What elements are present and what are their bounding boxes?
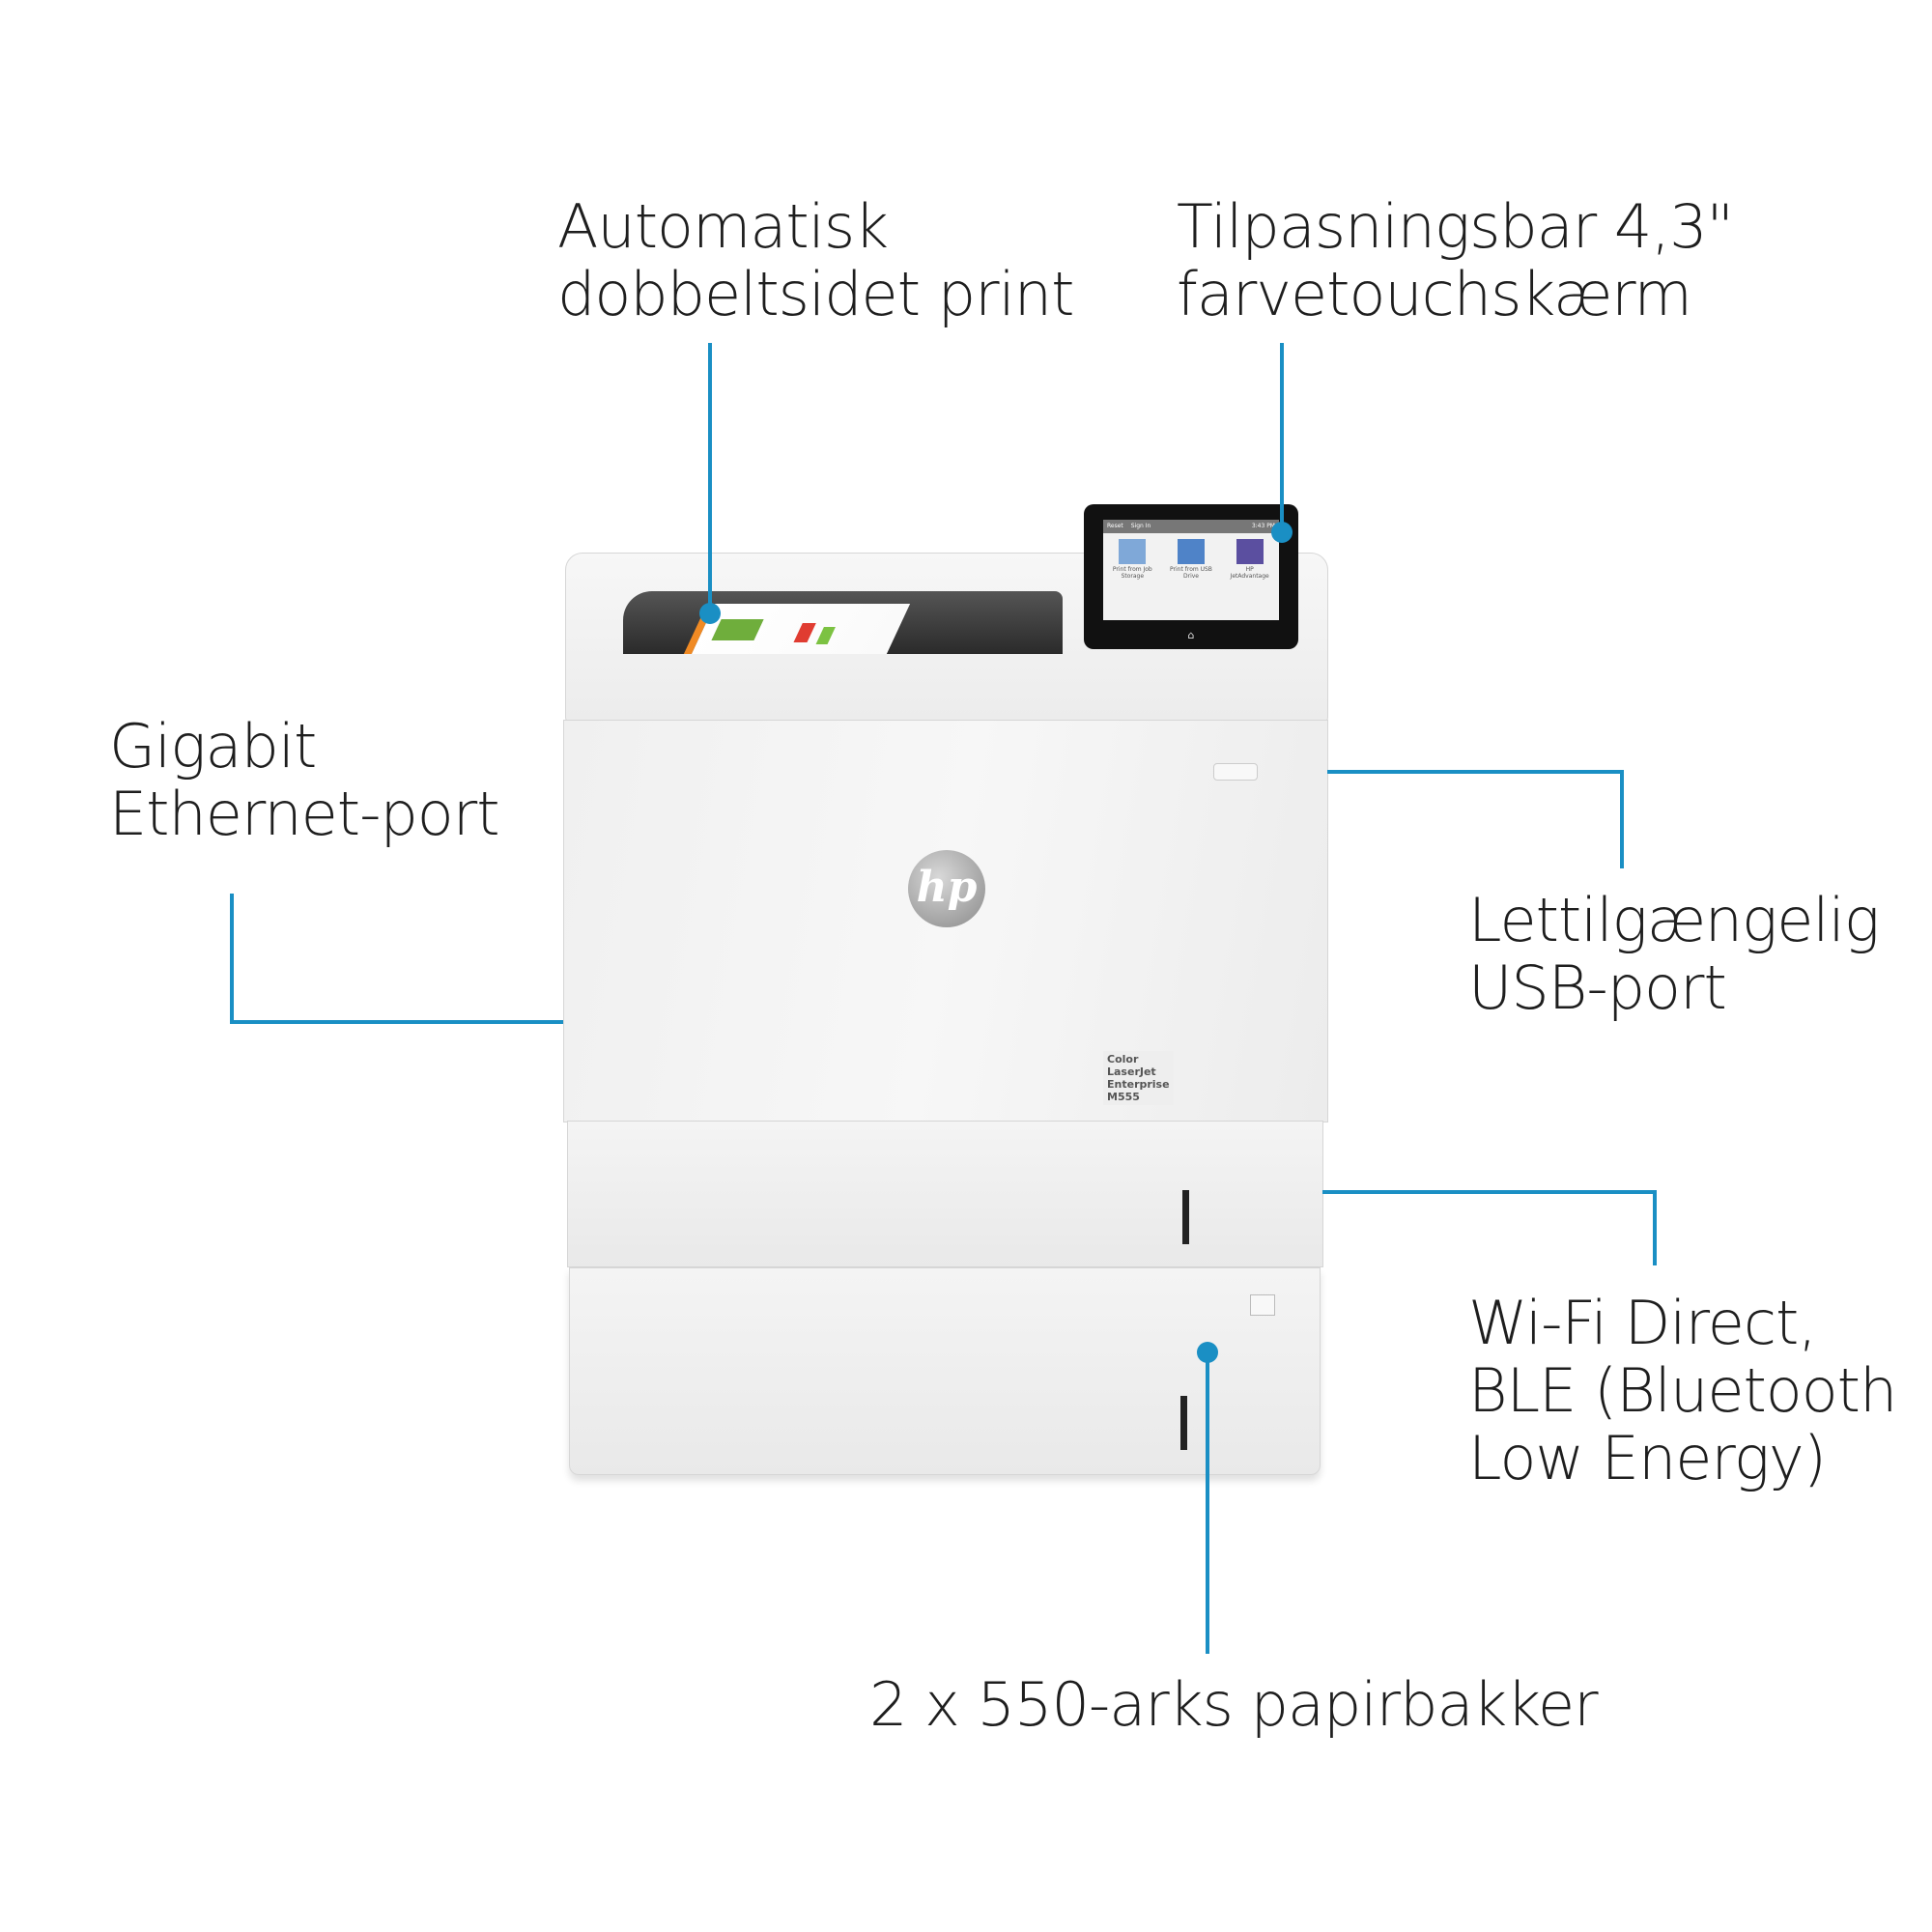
duplex-leader: [708, 343, 712, 613]
tile-label: Print from USB Drive: [1170, 566, 1212, 580]
callout-trays: 2 x 550-arks papirbakker: [869, 1669, 1599, 1740]
screen-reset: Reset: [1107, 523, 1123, 529]
callout-line: BLE (Bluetooth: [1468, 1355, 1897, 1426]
screen-signin: Sign In: [1130, 523, 1151, 529]
touchscreen-leader: [1280, 343, 1284, 532]
home-icon[interactable]: ⌂: [1187, 629, 1195, 641]
callout-line: USB-port: [1468, 952, 1727, 1023]
callout-line: Ethernet-port: [109, 779, 500, 849]
callout-line: dobbeltsidet print: [557, 259, 1074, 329]
ethernet-leader-h: [230, 1020, 563, 1024]
callout-line: Wi-Fi Direct,: [1468, 1288, 1817, 1358]
callout-line: Low Energy): [1468, 1423, 1827, 1493]
callout-line: farvetouchskærm: [1177, 259, 1692, 329]
tile-jetadvantage[interactable]: HP JetAdvantage: [1226, 539, 1274, 580]
ethernet-leader-v: [230, 894, 234, 1024]
callout-touchscreen: Tilpasningsbar 4,3" farvetouchskærm: [1177, 191, 1734, 329]
duplex-dot: [699, 603, 721, 624]
trays-dot: [1197, 1342, 1218, 1363]
wireless-leader-v: [1653, 1190, 1657, 1265]
wireless-leader-h: [1322, 1190, 1657, 1194]
hp-logo: hp: [908, 850, 985, 927]
callout-line: Tilpasningsbar 4,3": [1177, 191, 1734, 262]
screen-header: Reset Sign In 3:43 PM: [1103, 520, 1279, 533]
callout-line: Gigabit: [109, 711, 317, 781]
tile-usb[interactable]: Print from USB Drive: [1167, 539, 1215, 580]
tray-1-gauge: [1182, 1190, 1189, 1244]
screen-time: 3:43 PM: [1251, 523, 1275, 529]
callout-usb: Lettilgængelig USB-port: [1468, 885, 1880, 1023]
tray-2-latch: [1250, 1294, 1275, 1316]
tray-2-gauge: [1180, 1396, 1187, 1450]
power-button[interactable]: [1213, 763, 1258, 781]
callout-duplex: Automatisk dobbeltsidet print: [557, 191, 1074, 329]
tile-label: HP JetAdvantage: [1230, 566, 1269, 580]
model-label: Color LaserJet Enterprise M555: [1103, 1051, 1174, 1105]
paper-tray-1[interactable]: [567, 1121, 1323, 1267]
touchscreen-dot: [1271, 522, 1293, 543]
touchscreen[interactable]: Reset Sign In 3:43 PM Print from Job Sto…: [1084, 504, 1298, 649]
usb-leader-v: [1620, 770, 1624, 868]
tile-job-storage[interactable]: Print from Job Storage: [1108, 539, 1156, 580]
callout-line: Automatisk: [557, 191, 889, 262]
usb-leader-h: [1327, 770, 1624, 774]
trays-leader: [1206, 1352, 1209, 1654]
callout-line: Lettilgængelig: [1468, 885, 1880, 955]
paper-tray-2[interactable]: [569, 1267, 1321, 1475]
callout-wireless: Wi-Fi Direct, BLE (Bluetooth Low Energy): [1468, 1288, 1897, 1493]
tile-label: Print from Job Storage: [1112, 566, 1152, 580]
callout-ethernet: Gigabit Ethernet-port: [109, 711, 500, 849]
